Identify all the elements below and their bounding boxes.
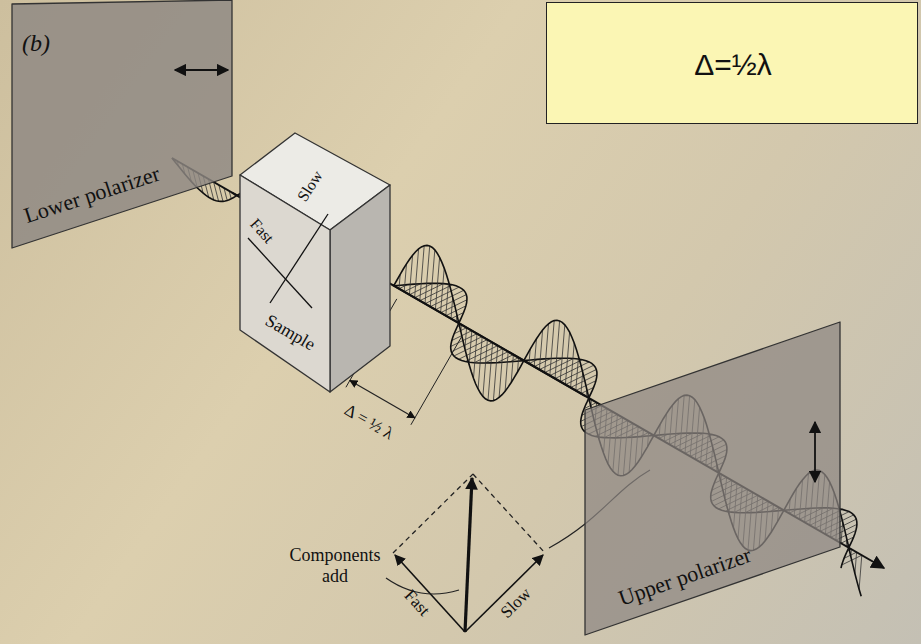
- polarization-arrow: [814, 422, 816, 482]
- node-text: Δ=½λ: [694, 48, 772, 81]
- hatch-line: [415, 249, 419, 298]
- hatch-line: [855, 552, 857, 573]
- polarization-arrow: [175, 69, 228, 71]
- hatch-line: [571, 343, 575, 388]
- hatch-line: [409, 255, 412, 295]
- hatch-line: [555, 321, 560, 379]
- callout-text: Components add: [283, 545, 387, 586]
- hatch-line: [576, 357, 579, 391]
- hatch-line: [539, 330, 542, 370]
- hatch-line: [474, 334, 478, 379]
- hatch-line: [430, 250, 435, 307]
- face: [330, 185, 390, 392]
- hatch-line: [550, 321, 554, 376]
- sample-block: FastSlowSample: [240, 128, 392, 396]
- hatch-line: [505, 352, 508, 392]
- upper-polarizer: Upper polarizer: [585, 322, 841, 635]
- hatch-line: [581, 372, 583, 393]
- extension-line: [411, 336, 462, 424]
- hatch-line: [545, 324, 549, 373]
- sum-vector: [465, 478, 472, 632]
- hatch-line: [420, 246, 424, 301]
- hatch-line: [478, 337, 482, 389]
- hatch-line: [488, 343, 493, 401]
- beam-connector: [392, 285, 585, 396]
- hatch-line: [545, 359, 574, 373]
- hatch-line: [451, 297, 453, 318]
- sample-block-outline: [240, 128, 392, 396]
- hatch-line: [446, 282, 449, 316]
- hatch-line: [441, 268, 445, 313]
- hatch-line: [415, 284, 444, 298]
- hatch-line: [465, 328, 467, 349]
- beam-connector: [232, 193, 240, 198]
- dimension-label: Δ = ½ λ: [341, 400, 397, 444]
- fast-axis: [248, 238, 312, 308]
- hatch-line: [565, 332, 569, 384]
- vector-label: Fast: [400, 586, 434, 620]
- vector-label: Slow: [497, 584, 536, 622]
- hatch-line: [483, 340, 488, 397]
- leader-line: [386, 578, 459, 594]
- slow-axis: [270, 214, 328, 303]
- panel-letter: (b): [22, 30, 50, 58]
- slow-vector: [465, 555, 543, 632]
- hatch-line: [493, 346, 497, 401]
- hatch-line: [499, 349, 503, 398]
- hatch-line: [425, 246, 430, 304]
- face: [240, 175, 330, 392]
- hatch-line: [560, 325, 565, 382]
- hatch-line: [841, 522, 843, 543]
- face: [585, 322, 840, 635]
- note-box: Δ=½λ: [546, 2, 918, 124]
- hatch-line: [435, 257, 439, 309]
- hatch-line: [859, 555, 862, 589]
- hatch-line: [474, 349, 503, 363]
- face: [12, 0, 232, 248]
- hatch-line: [469, 331, 472, 365]
- dashed-side: [393, 474, 473, 553]
- dashed-side: [473, 474, 545, 553]
